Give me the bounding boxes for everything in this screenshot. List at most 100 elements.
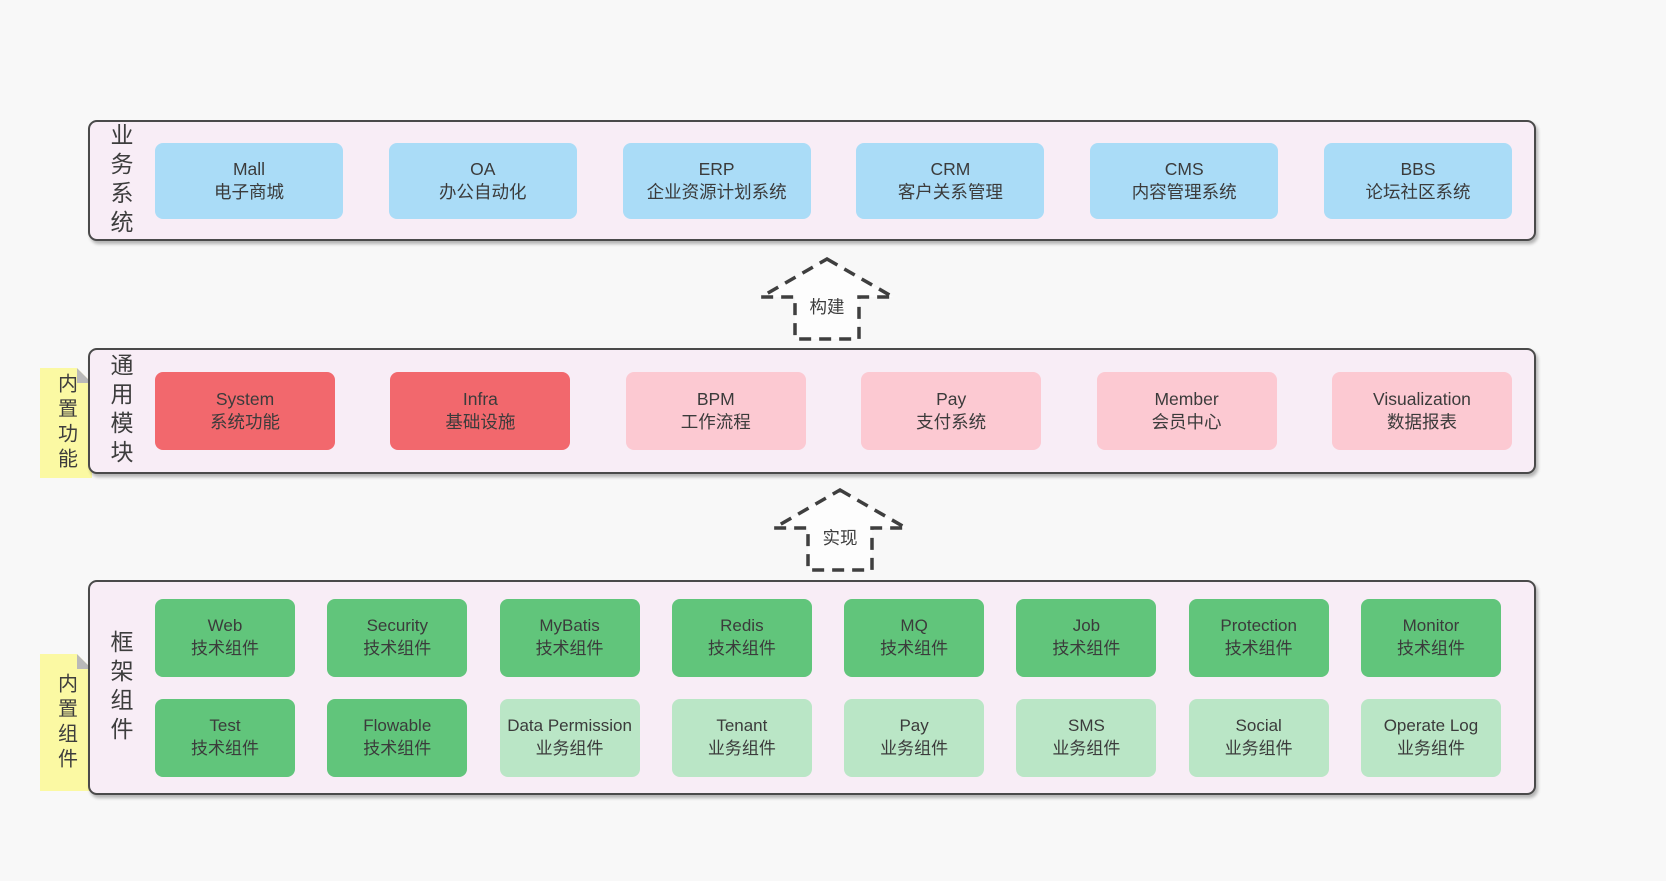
implement-arrow-label: 实现 [819,525,861,550]
box-tenant: Tenant 业务组件 [671,698,812,777]
sticky-built-in-components: 内置组件 [40,654,92,791]
box-subtitle: 技术组件 [363,638,432,658]
box-title: Redis [720,616,764,636]
box-data-permission: Data Permission 业务组件 [499,698,640,777]
box-infra: Infra 基础设施 [390,372,571,450]
band-label-common-modules: 通用模块 [107,353,133,469]
box-subtitle: 业务组件 [1224,738,1293,758]
box-title: BPM [696,389,735,410]
box-subtitle: 会员中心 [1151,412,1222,432]
box-title: SMS [1067,716,1105,736]
box-title: CMS [1164,158,1204,179]
box-pay-module: Pay 支付系统 [861,372,1042,450]
box-redis: Redis 技术组件 [671,598,812,677]
box-subtitle: 业务组件 [707,738,776,758]
box-title: System [215,389,275,410]
implement-arrow: 实现 [772,488,908,572]
box-job: Job 技术组件 [1016,598,1157,677]
box-protection: Protection 技术组件 [1188,598,1329,677]
box-subtitle: 技术组件 [363,738,432,758]
band-label-business-systems: 业务系统 [107,122,133,239]
box-subtitle: 技术组件 [191,638,259,658]
box-bbs: BBS 论坛社区系统 [1323,142,1512,219]
box-subtitle: 技术组件 [1224,638,1293,658]
box-operate-log: Operate Log 业务组件 [1360,698,1501,777]
box-title: Infra [462,389,498,410]
box-subtitle: 业务组件 [535,738,604,758]
box-subtitle: 业务组件 [1396,738,1465,758]
box-title: Social [1235,716,1282,736]
box-subtitle: 论坛社区系统 [1365,181,1471,202]
box-title: Operate Log [1383,716,1479,736]
framework-components-boxes: Web 技术组件 Security 技术组件 MyBatis 技术组件 Redi… [155,598,1501,777]
box-oa: OA 办公自动化 [388,142,577,219]
box-title: Tenant [716,716,768,736]
box-subtitle: 业务组件 [1052,738,1121,758]
box-subtitle: 客户关系管理 [897,181,1003,202]
framework-row-1: Web 技术组件 Security 技术组件 MyBatis 技术组件 Redi… [155,598,1501,677]
box-title: Pay [936,389,967,410]
box-title: Job [1072,616,1101,636]
build-arrow-label: 构建 [806,294,848,319]
box-title: Monitor [1402,616,1460,636]
box-title: CRM [930,158,971,179]
box-title: Member [1154,389,1219,410]
sticky-text: 内置功能 [54,373,77,473]
box-subtitle: 技术组件 [1052,638,1121,658]
box-mybatis: MyBatis 技术组件 [499,598,640,677]
box-mall: Mall 电子商城 [155,142,343,219]
box-title: Visualization [1372,389,1471,410]
box-title: MQ [900,616,928,636]
band-common-modules: 通用模块 System 系统功能 Infra 基础设施 BPM 工作流程 Pay… [88,348,1536,474]
box-system: System 系统功能 [155,372,335,450]
sticky-text: 内置组件 [54,672,77,773]
box-subtitle: 内容管理系统 [1131,181,1237,202]
box-subtitle: 支付系统 [916,412,987,432]
box-crm: CRM 客户关系管理 [856,142,1045,219]
sticky-built-in-features: 内置功能 [40,368,92,478]
box-pay-component: Pay 业务组件 [844,698,985,777]
box-title: Pay [899,716,929,736]
box-cms: CMS 内容管理系统 [1090,142,1279,219]
box-title: ERP [698,158,735,179]
box-subtitle: 业务组件 [880,738,949,758]
box-title: Data Permission [507,716,632,736]
box-title: Test [209,716,241,736]
box-subtitle: 技术组件 [880,638,949,658]
band-label-framework-components: 框架组件 [107,629,133,746]
box-subtitle: 工作流程 [680,412,751,432]
box-subtitle: 系统功能 [210,412,280,432]
box-sms: SMS 业务组件 [1016,698,1157,777]
business-systems-boxes: Mall 电子商城 OA 办公自动化 ERP 企业资源计划系统 CRM 客户关系… [155,142,1512,219]
box-subtitle: 数据报表 [1386,412,1457,432]
box-title: Mall [232,158,266,179]
band-framework-components: 框架组件 Web 技术组件 Security 技术组件 MyBatis 技术组件… [88,580,1536,795]
box-bpm: BPM 工作流程 [625,372,806,450]
box-title: OA [470,158,496,179]
box-subtitle: 技术组件 [535,638,604,658]
box-subtitle: 技术组件 [191,738,259,758]
box-subtitle: 技术组件 [707,638,776,658]
box-subtitle: 基础设施 [445,412,516,432]
box-security: Security 技术组件 [327,598,468,677]
box-member: Member 会员中心 [1096,372,1277,450]
box-subtitle: 企业资源计划系统 [646,181,787,202]
box-mq: MQ 技术组件 [844,598,985,677]
box-monitor: Monitor 技术组件 [1360,598,1501,677]
box-subtitle: 电子商城 [214,181,284,202]
box-subtitle: 办公自动化 [439,181,527,202]
box-title: MyBatis [539,616,600,636]
box-social: Social 业务组件 [1188,698,1329,777]
box-title: BBS [1400,158,1436,179]
box-subtitle: 技术组件 [1396,638,1465,658]
box-visualization: Visualization 数据报表 [1331,372,1512,450]
box-web: Web 技术组件 [155,598,295,677]
box-flowable: Flowable 技术组件 [327,698,468,777]
box-title: Security [366,616,428,636]
build-arrow: 构建 [759,257,895,341]
framework-row-2: Test 技术组件 Flowable 技术组件 Data Permission … [155,698,1501,777]
box-title: Web [207,616,243,636]
box-title: Protection [1220,616,1297,636]
box-test: Test 技术组件 [155,698,295,777]
